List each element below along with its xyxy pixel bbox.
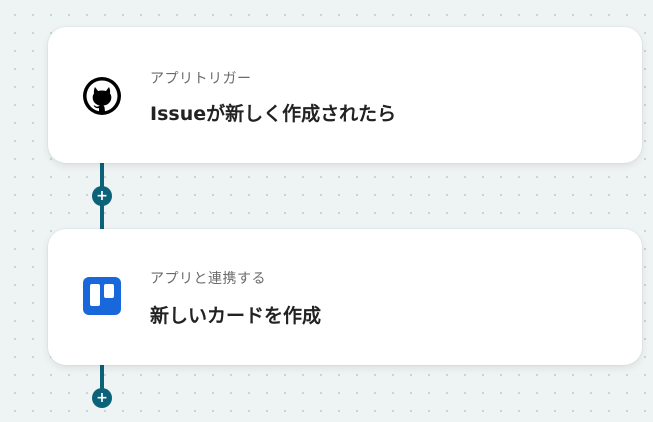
add-step-button[interactable]: + — [92, 186, 112, 206]
step-title: 新しいカードを作成 — [150, 305, 322, 327]
step-type-label: アプリと連携する — [150, 271, 266, 287]
flow-connector — [100, 362, 104, 402]
github-icon — [82, 76, 122, 116]
trello-icon — [83, 277, 121, 315]
trigger-step-card[interactable]: アプリトリガー Issueが新しく作成されたら — [48, 27, 642, 163]
action-step-card[interactable]: アプリと連携する 新しいカードを作成 — [48, 229, 642, 365]
step-type-label: アプリトリガー — [150, 71, 252, 87]
add-step-button[interactable]: + — [92, 388, 112, 408]
step-title: Issueが新しく作成されたら — [150, 103, 397, 125]
